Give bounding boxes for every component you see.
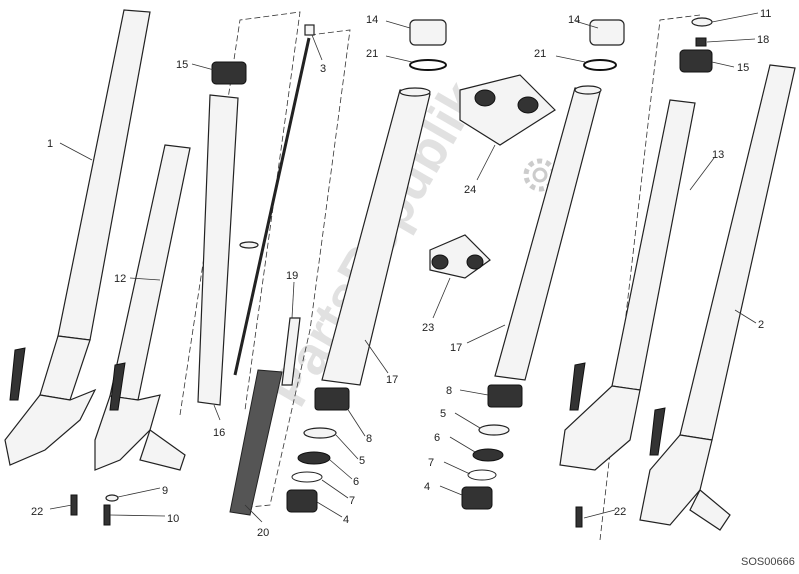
fork-tube-1 bbox=[4, 9, 151, 466]
callout-4: 4 bbox=[343, 514, 349, 526]
callout-8: 8 bbox=[366, 433, 372, 445]
cap-14-left bbox=[409, 19, 447, 71]
callout-18: 18 bbox=[757, 34, 769, 46]
group-outline-spring bbox=[239, 29, 351, 509]
callout-13: 13 bbox=[712, 149, 724, 161]
callout-7: 7 bbox=[349, 495, 355, 507]
clamp-24 bbox=[459, 74, 556, 146]
fork-tube-17-right bbox=[494, 19, 625, 381]
seal-stack-left bbox=[286, 387, 350, 513]
callout-6-right: 6 bbox=[434, 432, 440, 444]
callout-3: 3 bbox=[320, 63, 326, 75]
seal-stack-right bbox=[461, 384, 523, 510]
fork-tube-12 bbox=[94, 144, 191, 471]
callout-5-right: 5 bbox=[440, 408, 446, 420]
callout-17: 17 bbox=[386, 374, 398, 386]
clamp-23 bbox=[429, 234, 491, 279]
callout-19: 19 bbox=[286, 270, 298, 282]
callout-14-right: 14 bbox=[568, 14, 580, 26]
callout-15: 15 bbox=[176, 59, 188, 71]
callout-16: 16 bbox=[213, 427, 225, 439]
callout-2: 2 bbox=[758, 319, 764, 331]
callout-14: 14 bbox=[366, 14, 378, 26]
rod-3 bbox=[233, 24, 315, 376]
callout-24: 24 bbox=[464, 184, 476, 196]
callout-8-right: 8 bbox=[446, 385, 452, 397]
callout-7-right: 7 bbox=[428, 457, 434, 469]
callout-1: 1 bbox=[47, 138, 53, 150]
callout-12: 12 bbox=[114, 273, 126, 285]
callout-11: 11 bbox=[760, 8, 771, 20]
callout-6: 6 bbox=[353, 476, 359, 488]
fork-tube-2 bbox=[639, 64, 796, 531]
callout-10: 10 bbox=[167, 513, 179, 525]
callout-labels: 1 12 15 3 16 19 20 22 9 10 14 21 17 8 5 … bbox=[31, 8, 795, 568]
callout-22-right: 22 bbox=[614, 506, 626, 518]
callout-23: 23 bbox=[422, 322, 434, 334]
callout-21: 21 bbox=[366, 48, 378, 60]
reference-code: SOS00666 bbox=[741, 556, 795, 568]
callout-4-right: 4 bbox=[424, 481, 430, 493]
inner-tube-16 bbox=[197, 94, 239, 406]
bolts bbox=[70, 494, 583, 528]
callout-17-right: 17 bbox=[450, 342, 462, 354]
callout-20: 20 bbox=[257, 527, 269, 539]
callout-15-right: 15 bbox=[737, 62, 749, 74]
fork-tube-13 bbox=[559, 17, 713, 471]
callout-9: 9 bbox=[162, 485, 168, 497]
callout-22: 22 bbox=[31, 506, 43, 518]
fork-tube-17-left bbox=[321, 87, 431, 386]
callout-5: 5 bbox=[359, 455, 365, 467]
bushing-15-left bbox=[211, 61, 247, 85]
leader-lines bbox=[49, 12, 759, 523]
spring-20 bbox=[229, 317, 301, 516]
callout-21-right: 21 bbox=[534, 48, 546, 60]
